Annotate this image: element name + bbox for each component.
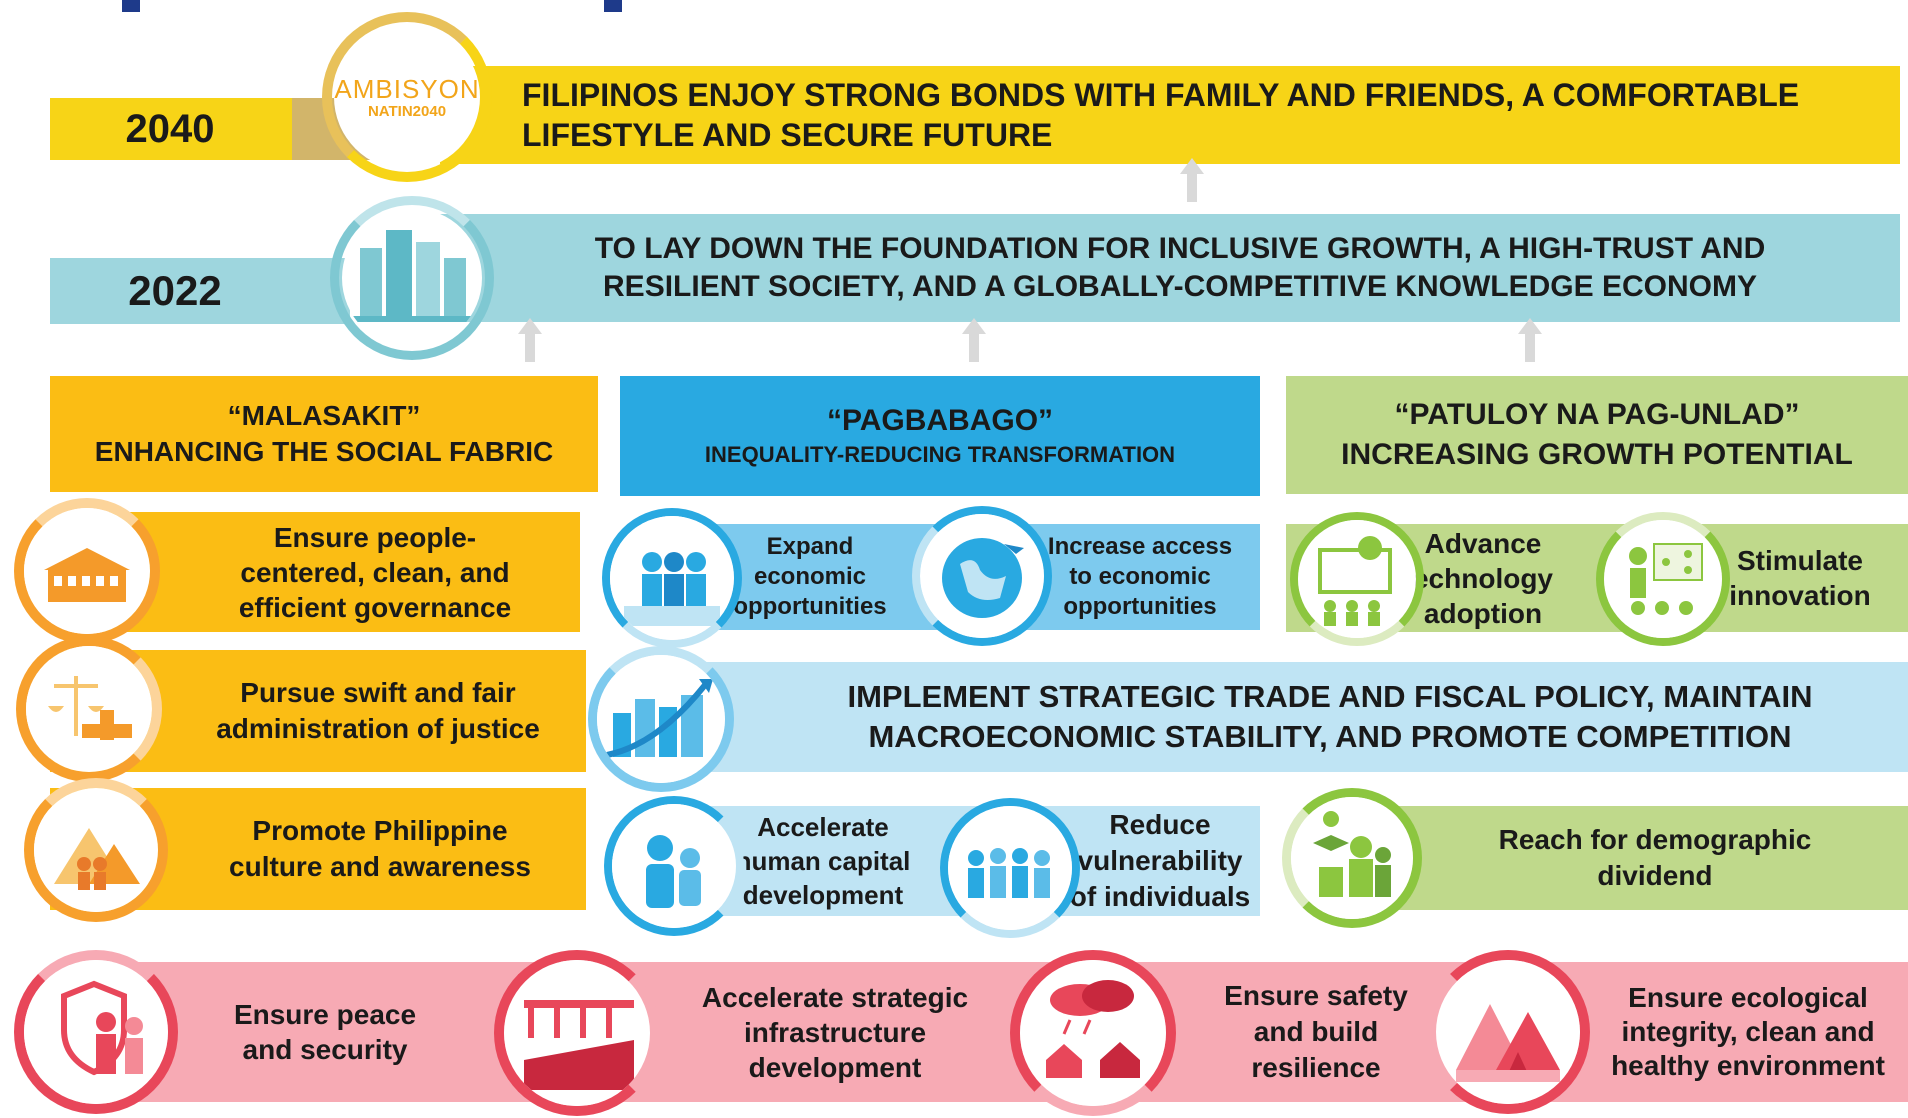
foundation-band [70, 962, 1908, 1102]
growth-city-icon [597, 655, 725, 783]
technology-icon-ring [1290, 512, 1424, 646]
expand-icon-ring [602, 508, 742, 648]
foundation-peace-label: Ensure peace and security [233, 999, 417, 1065]
foundation-ecological-label: Ensure ecological integrity, clean and h… [1611, 982, 1885, 1081]
family-icon [612, 804, 736, 928]
patuloy-item-technology-label: Advance echnology adoption [1412, 527, 1553, 629]
pagbabago-item-access-label: Increase access to economic opportunitie… [1047, 533, 1233, 620]
presentation-icon [1298, 520, 1416, 638]
ecological-icon-ring [1426, 950, 1590, 1114]
pillar-patuloy-subtitle: INCREASING GROWTH POTENTIAL [1341, 438, 1853, 471]
pagbabago-item-vulnerability-label: Reduce vulnerability of individuals [1069, 809, 1251, 912]
mountain-people-icon [34, 788, 158, 912]
goal-banner [440, 214, 1900, 322]
vulnerability-icon-ring [940, 798, 1080, 938]
network-presentation-icon [1604, 520, 1722, 638]
vision-year: 2040 [125, 106, 215, 151]
culture-icon-ring [24, 778, 168, 922]
malasakit-item-culture-label: Promote Philippine culture and awareness [229, 815, 531, 882]
mountains-trees-icon [1436, 960, 1580, 1104]
goal-year-band [50, 258, 350, 324]
goal-text: TO LAY DOWN THE FOUNDATION FOR INCLUSIVE… [594, 232, 1766, 303]
goal-icon-ring [330, 196, 494, 360]
pillar-malasakit: “MALASAKIT” ENHANCING THE SOCIAL FABRIC [50, 376, 598, 492]
foundation-resilience-label: Ensure safety and build resilience [1224, 980, 1408, 1083]
pillar-pagbabago-subtitle: INEQUALITY-REDUCING TRANSFORMATION [704, 442, 1176, 467]
ambisyon-logo-subtext: NATIN2040 [367, 103, 447, 120]
header-mark-left [122, 0, 140, 12]
macro-icon-ring [588, 646, 734, 792]
vision-year-band [50, 98, 320, 160]
pagbabago-item-human-label: Accelerate human capital development [735, 812, 911, 910]
business-people-icon [610, 516, 734, 640]
shield-people-icon [24, 960, 168, 1104]
ambisyon-logo-text: AMBISYON [334, 74, 480, 104]
innovation-icon-ring [1596, 512, 1730, 646]
city-icon [342, 208, 482, 348]
government-building-icon [24, 508, 150, 634]
macro-banner [640, 662, 1908, 772]
pillar-malasakit-subtitle: ENHANCING THE SOCIAL FABRIC [94, 436, 554, 467]
macro-text: IMPLEMENT STRATEGIC TRADE AND FISCAL POL… [847, 679, 1813, 754]
vision-logo-ring [322, 12, 492, 182]
peace-icon-ring [14, 950, 178, 1114]
ambisyon-logo: AMBISYON NATIN2040 [334, 24, 480, 170]
group-of-people-icon [948, 806, 1072, 930]
pillar-pagbabago: “PAGBABAGO” INEQUALITY-REDUCING TRANSFOR… [620, 376, 1260, 496]
human-icon-ring [604, 796, 744, 936]
globe-airplane-icon [920, 514, 1044, 638]
pagbabago-item-expand-label: Expand economic opportunities [733, 533, 887, 620]
infrastructure-icon-ring [494, 950, 660, 1116]
storm-houses-icon [1020, 960, 1166, 1106]
resilience-icon-ring [1010, 950, 1176, 1116]
justice-icon-ring [16, 636, 162, 782]
graduate-family-icon [1291, 797, 1413, 919]
patuloy-item-demographic-label: Reach for demographic dividend [1498, 824, 1812, 891]
pillar-patuloy: “PATULOY NA PAG-UNLAD” INCREASING GROWTH… [1286, 376, 1908, 494]
up-arrow-icon [1180, 158, 1204, 202]
up-arrow-icon [518, 318, 542, 362]
foundation-infrastructure-label: Accelerate strategic infrastructure deve… [701, 981, 969, 1083]
access-icon-ring [912, 506, 1052, 646]
up-arrow-icon [1518, 318, 1542, 362]
goal-year: 2022 [128, 267, 222, 314]
malasakit-item-governance-label: Ensure people- centered, clean, and effi… [238, 521, 512, 623]
pillar-malasakit-title: “MALASAKIT” [227, 400, 421, 431]
vision-banner [440, 66, 1900, 164]
malasakit-item-governance [100, 512, 580, 632]
header-mark-right [604, 0, 622, 12]
vision-text: FILIPINOS ENJOY STRONG BONDS WITH FAMILY… [522, 77, 1800, 153]
pillar-patuloy-title: “PATULOY NA PAG-UNLAD” [1394, 398, 1800, 431]
demographic-icon-ring [1282, 788, 1422, 928]
patuloy-item-demographic-band [1330, 806, 1908, 910]
pillar-pagbabago-title: “PAGBABAGO” [826, 404, 1054, 437]
bridge-icon [504, 960, 650, 1106]
scales-of-justice-icon [26, 646, 152, 772]
up-arrow-icon [962, 318, 986, 362]
patuloy-item-innovation-label: Stimulate innovation [1729, 545, 1871, 611]
malasakit-item-justice-label: Pursue swift and fair administration of … [216, 677, 540, 744]
